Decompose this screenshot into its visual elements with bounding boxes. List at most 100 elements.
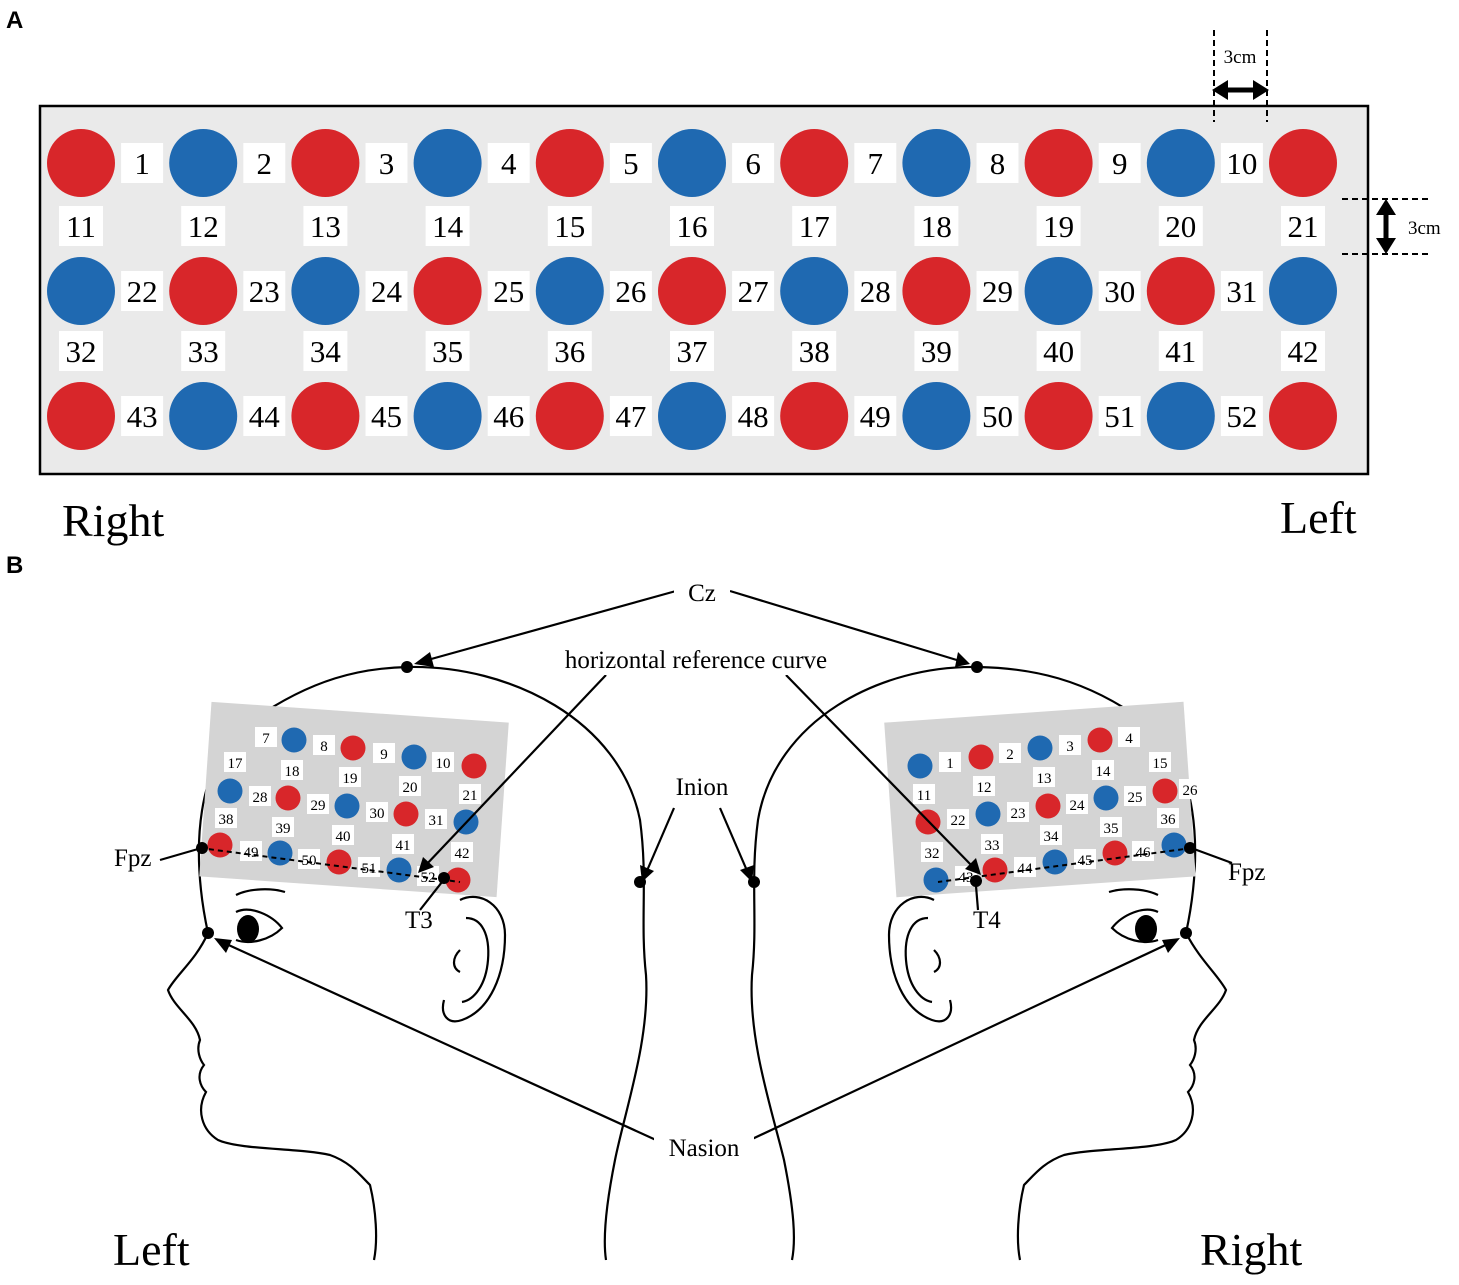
source-optode xyxy=(1152,778,1178,804)
source-optode xyxy=(291,382,360,450)
detector-optode xyxy=(217,778,243,804)
channel-label: 1 xyxy=(134,146,150,181)
source-optode xyxy=(413,257,482,325)
channel-label: 42 xyxy=(455,846,470,862)
source-optode xyxy=(780,129,849,197)
left-head-label: Left xyxy=(113,1224,190,1275)
source-optode xyxy=(207,832,233,858)
panel-a-right-label: Right xyxy=(62,495,164,546)
channel-label: 26 xyxy=(1183,783,1199,799)
channel-label: 36 xyxy=(554,334,585,369)
channel-label: 25 xyxy=(1128,790,1143,806)
channel-label: 7 xyxy=(262,731,270,747)
cz-point-right xyxy=(971,661,983,673)
channel-label: 32 xyxy=(925,846,940,862)
channel-label: 2 xyxy=(1006,747,1014,763)
source-optode xyxy=(1146,257,1215,325)
channel-label: 18 xyxy=(285,764,300,780)
detector-optode xyxy=(1146,129,1215,197)
channel-label: 22 xyxy=(951,813,966,829)
detector-optode xyxy=(386,857,412,883)
t4-label: T4 xyxy=(973,907,1001,934)
channel-label: 31 xyxy=(429,813,444,829)
channel-label: 17 xyxy=(799,209,830,244)
detector-optode xyxy=(169,382,238,450)
channel-label: 34 xyxy=(310,334,342,369)
channel-label: 11 xyxy=(917,788,931,804)
left-head-optode-grid: 7891017181920212829303138394041424950515… xyxy=(207,727,487,893)
detector-optode xyxy=(1161,832,1187,858)
source-optode xyxy=(47,129,115,197)
right-reference-curve xyxy=(937,847,1193,883)
channel-label: 19 xyxy=(343,771,358,787)
channel-label: 35 xyxy=(432,334,463,369)
detector-optode xyxy=(413,129,482,197)
channel-label: 28 xyxy=(860,274,891,309)
channel-label: 49 xyxy=(860,399,891,434)
horizontal-reference-curve-label: horizontal reference curve xyxy=(565,647,827,674)
channel-label: 29 xyxy=(311,798,326,814)
channel-label: 39 xyxy=(276,821,291,837)
channel-label: 12 xyxy=(977,780,992,796)
channel-label: 9 xyxy=(1112,146,1128,181)
channel-label: 10 xyxy=(1226,146,1257,181)
channel-label: 5 xyxy=(623,146,639,181)
source-optode xyxy=(47,382,115,450)
channel-label: 24 xyxy=(371,274,403,309)
channel-label: 3 xyxy=(1066,739,1074,755)
channel-label: 13 xyxy=(310,209,341,244)
channel-label: 7 xyxy=(868,146,884,181)
channel-label: 27 xyxy=(738,274,769,309)
detector-optode xyxy=(1042,849,1068,875)
channel-label: 22 xyxy=(127,274,158,309)
channel-label: 11 xyxy=(66,209,96,244)
channel-label: 3 xyxy=(379,146,395,181)
channel-label: 20 xyxy=(1165,209,1196,244)
source-optode xyxy=(968,744,994,770)
source-optode xyxy=(1269,382,1337,450)
channel-label: 41 xyxy=(1165,334,1196,369)
cz-label: Cz xyxy=(688,580,716,607)
detector-optode xyxy=(902,129,971,197)
channel-label: 47 xyxy=(615,399,646,434)
panel-b-letter: B xyxy=(6,552,23,579)
channel-label: 52 xyxy=(1226,399,1257,434)
channel-label: 41 xyxy=(396,838,411,854)
source-optode xyxy=(1102,840,1128,866)
channel-label: 26 xyxy=(615,274,646,309)
channel-label: 42 xyxy=(1288,334,1319,369)
channel-label: 46 xyxy=(493,399,524,434)
t3-label: T3 xyxy=(405,907,433,934)
nasion-label: Nasion xyxy=(669,1135,740,1162)
channel-label: 18 xyxy=(921,209,952,244)
channel-label: 36 xyxy=(1161,812,1177,828)
panel-a-letter: A xyxy=(6,7,23,34)
source-optode xyxy=(902,257,971,325)
channel-label: 17 xyxy=(228,756,244,772)
cz-point-left xyxy=(401,661,413,673)
source-optode xyxy=(1087,727,1113,753)
channel-label: 8 xyxy=(320,739,328,755)
detector-optode xyxy=(47,257,115,325)
fpz-left-label: Fpz xyxy=(114,845,152,872)
fpz-right-label: Fpz xyxy=(1228,859,1266,886)
channel-label: 37 xyxy=(677,334,708,369)
annotation-arrows xyxy=(159,589,1233,1142)
t3-point xyxy=(438,872,450,884)
source-optode xyxy=(658,257,726,325)
channel-label: 44 xyxy=(249,399,281,434)
source-optode xyxy=(1024,129,1093,197)
channel-label: 15 xyxy=(1153,756,1168,772)
channel-label: 8 xyxy=(990,146,1006,181)
source-optode xyxy=(535,129,604,197)
channel-label: 50 xyxy=(302,853,317,869)
channel-label: 34 xyxy=(1044,829,1060,845)
detector-optode xyxy=(907,753,933,779)
channel-label: 45 xyxy=(1078,853,1093,869)
detector-optode xyxy=(267,840,293,866)
channel-label: 49 xyxy=(244,845,259,861)
source-optode xyxy=(291,129,360,197)
channel-label: 6 xyxy=(745,146,761,181)
detector-optode xyxy=(1269,257,1337,325)
